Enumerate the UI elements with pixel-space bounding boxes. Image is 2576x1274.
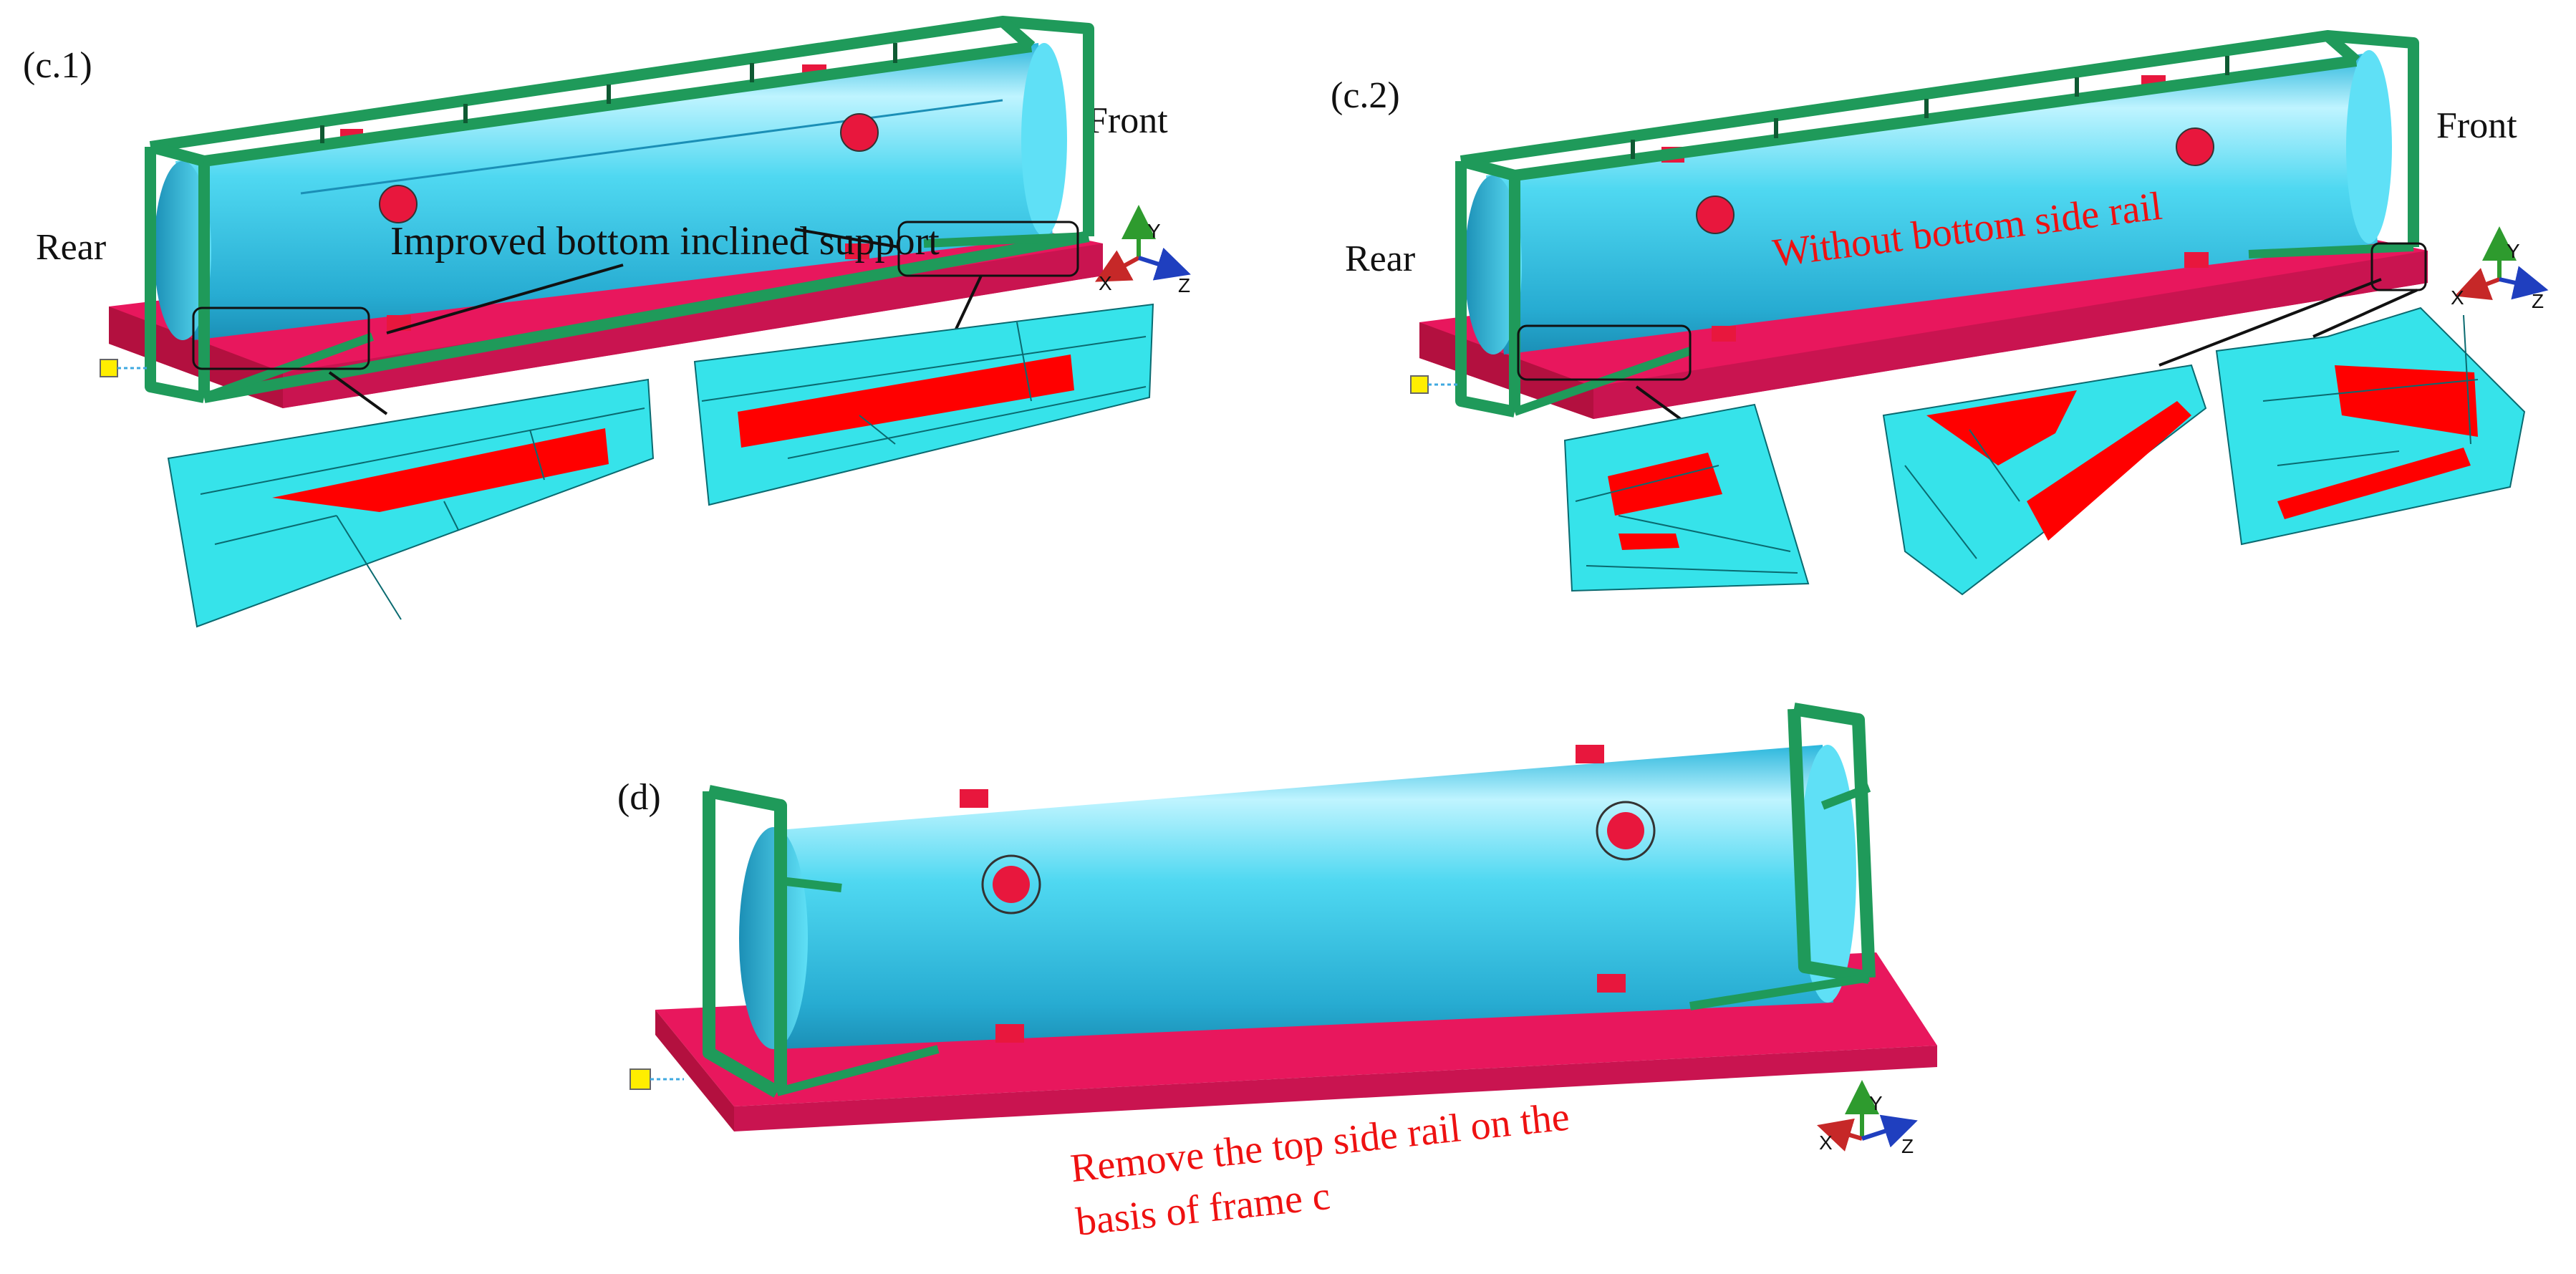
axis-y-label-d: Y xyxy=(1869,1092,1883,1114)
axis-x-label-c2: X xyxy=(2451,286,2464,309)
callout-box-rear-c1 xyxy=(192,307,370,370)
panel-c1: (c.1) Rear Front xyxy=(23,16,1191,628)
front-label-c2: Front xyxy=(2436,105,2517,146)
callout-box-front-c2 xyxy=(2370,242,2427,291)
tank-c2 xyxy=(1465,50,2392,354)
rear-label-c2: Rear xyxy=(1345,238,1415,279)
tank-d xyxy=(739,745,1856,1049)
annotation-c1: Improved bottom inclined support xyxy=(390,219,940,264)
callout-box-rear-c2 xyxy=(1517,324,1692,381)
panel-label-c1: (c.1) xyxy=(23,45,92,86)
panel-label-c2: (c.2) xyxy=(1331,75,1400,116)
axis-z-label-d: Z xyxy=(1901,1135,1914,1157)
reference-point-marker-icon xyxy=(629,1068,684,1090)
axis-y-label-c2: Y xyxy=(2507,240,2520,262)
detail-inset-rear-c1 xyxy=(167,378,655,628)
axis-x-label-d: X xyxy=(1819,1131,1833,1154)
roof-rails-c2 xyxy=(1631,56,2229,159)
axis-y-label-c1: Y xyxy=(1147,220,1161,242)
reference-point-marker-icon xyxy=(100,359,147,377)
frame-c1 xyxy=(145,16,1094,403)
coordinate-triad-icon: Y X Z xyxy=(1817,1080,1918,1157)
reference-point-marker-icon xyxy=(1410,375,1457,394)
tank-c1 xyxy=(154,43,1067,340)
front-label-c1: Front xyxy=(1087,100,1168,141)
coordinate-triad-icon: Y X Z xyxy=(1094,205,1191,296)
coordinate-triad-icon: Y X Z xyxy=(2451,226,2549,312)
detail-inset-mid-c2 xyxy=(1882,364,2207,596)
detail-inset-right-c2 xyxy=(2215,307,2526,546)
detail-inset-front-c1 xyxy=(693,303,1154,506)
axis-z-label-c2: Z xyxy=(2532,290,2544,312)
detail-inset-left-c2 xyxy=(1563,403,1810,592)
annotation-d: Remove the top side rail on the basis of… xyxy=(1068,1094,1571,1244)
axis-z-label-c1: Z xyxy=(1178,274,1190,296)
leader-lines-c1 xyxy=(328,228,983,415)
fittings-d xyxy=(960,745,1656,1043)
frame-c2 xyxy=(1455,30,2419,418)
roof-rails-c1 xyxy=(320,43,897,143)
panel-c2: (c.2) Rear Front xyxy=(1331,30,2549,596)
axis-x-label-c1: X xyxy=(1099,272,1112,294)
panel-label-d: (d) xyxy=(617,777,661,818)
rear-label-c1: Rear xyxy=(36,227,106,268)
panel-d: (d) xyxy=(617,703,1937,1245)
callout-box-front-c1 xyxy=(897,221,1079,277)
frame-d xyxy=(703,703,1876,1098)
